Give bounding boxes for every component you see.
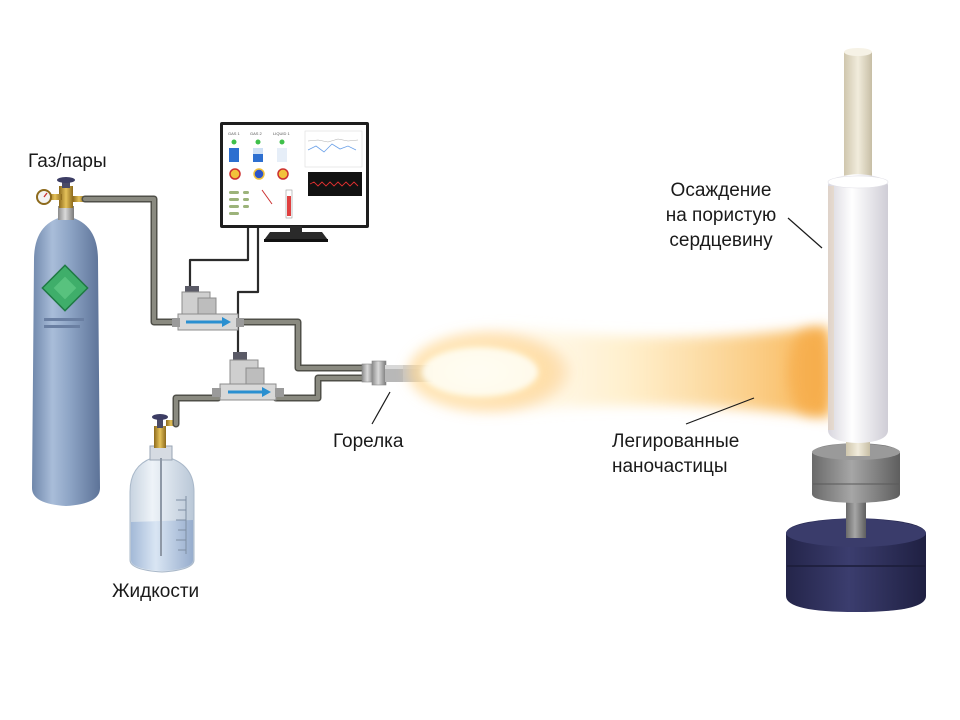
leader-burner [371,391,391,425]
liquid-valve [152,414,176,448]
monitor-signal-chart [308,172,362,196]
deposition-assembly [786,48,926,612]
label-deposition-line: на пористую [665,205,777,226]
gas-lines [81,195,366,428]
label-nanoparticles-line: Легированные [612,431,740,452]
leader-deposition [787,217,823,249]
label-deposition: Осаждение на пористую сердцевину [634,178,808,253]
monitor-panel-title: GAS 2 [250,131,263,136]
monitor-trend-chart [304,130,363,168]
chuck [812,443,900,503]
label-burner: Горелка [333,431,404,452]
label-liquids: Жидкости [112,581,200,602]
hazard-diamond-icon [41,264,89,312]
gas-valve [36,177,85,208]
mass-flow-controller-1 [172,286,244,331]
leader-lines [371,217,823,425]
signal-cables [188,226,260,356]
label-deposition-line: сердцевину [669,230,773,251]
flame [408,326,836,418]
monitor-panel-title: LIQUID 1 [273,131,290,136]
monitor-panel-title: GAS 1 [228,131,241,136]
label-deposition-line: Осаждение [670,180,772,201]
flow-arrow-icon [186,317,231,327]
label-gas-vapors: Газ/пары [28,151,107,172]
leader-nanoparticles [685,397,755,425]
label-nanoparticles-line: наночастицы [612,456,728,477]
gas-cylinder [32,206,100,506]
monitor-gauges: GAS 1 GAS 2 LIQUID 1 [228,131,293,219]
mass-flow-controller-2 [212,352,284,401]
label-doped-nanoparticles: Легированные наночастицы [612,429,739,479]
liquid-bottle [129,445,195,573]
flow-arrow-icon [228,387,271,397]
porous-preform [827,174,889,443]
control-monitor: GAS 1 GAS 2 LIQUID 1 [220,122,369,242]
